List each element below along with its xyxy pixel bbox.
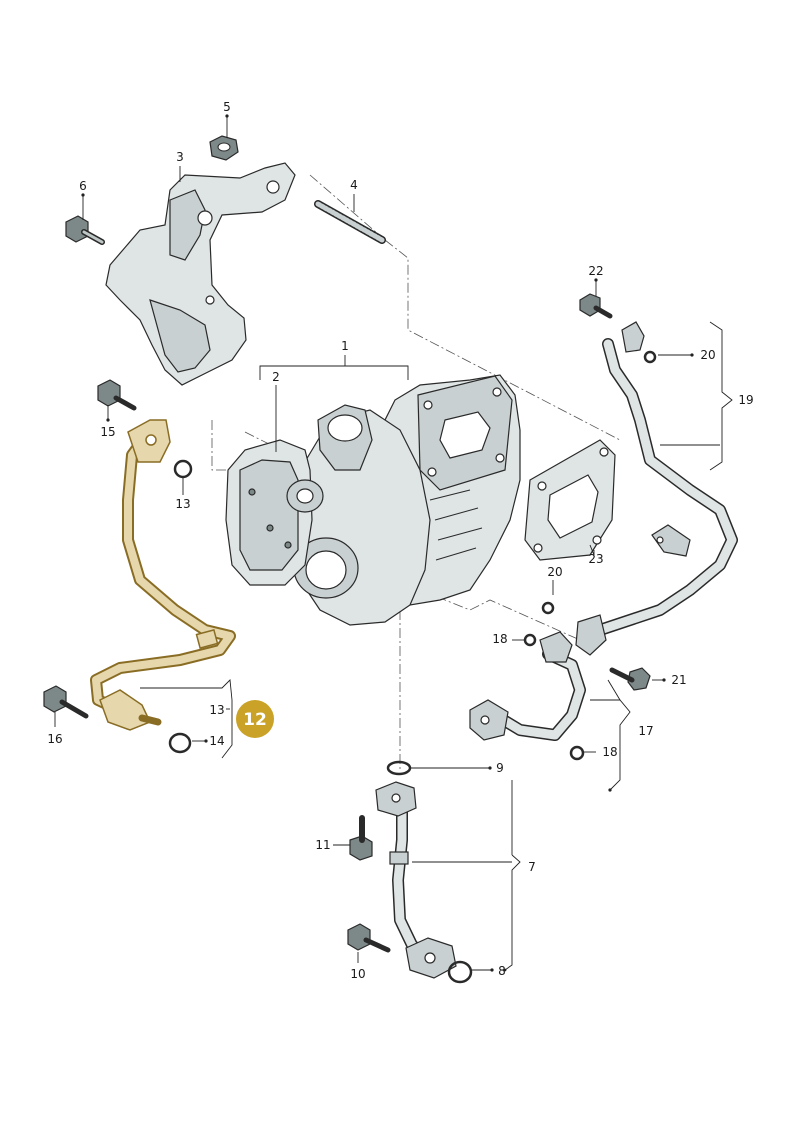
callout-20-upper[interactable]: 20 (700, 348, 715, 362)
callout-10[interactable]: 10 (350, 967, 365, 981)
turbocharger (225, 374, 521, 626)
callout-12[interactable]: 12 (243, 710, 267, 730)
callout-16[interactable]: 16 (47, 732, 62, 746)
oil-return-pipe (375, 781, 457, 979)
coolant-pipe-19 (594, 321, 738, 636)
callout-3[interactable]: 3 (176, 150, 184, 164)
callout-18-upper[interactable]: 18 (492, 632, 507, 646)
callout-14[interactable]: 14 (209, 734, 224, 748)
highlighted-callout-12[interactable]: 12 (236, 700, 274, 738)
bolt-icon (609, 667, 651, 691)
callout-4[interactable]: 4 (350, 178, 358, 192)
callout-15[interactable]: 15 (100, 425, 115, 439)
nut-icon (209, 135, 239, 161)
o-ring-icon (386, 760, 412, 776)
callout-badge (236, 700, 274, 738)
coolant-pipe-17 (469, 614, 607, 741)
washer-icon (541, 601, 555, 615)
washer-icon (173, 459, 193, 479)
bolt-icon (347, 923, 391, 953)
callout-11[interactable]: 11 (315, 838, 330, 852)
washer-icon (523, 633, 537, 647)
callout-2[interactable]: 2 (272, 370, 280, 384)
callout-20-lower[interactable]: 20 (547, 565, 562, 579)
washer-icon (569, 745, 585, 761)
heat-shield-bracket (105, 162, 296, 386)
callout-23[interactable]: 23 (588, 552, 603, 566)
callout-13-lower[interactable]: 13 (209, 703, 224, 717)
callout-5[interactable]: 5 (223, 100, 231, 114)
callout-7[interactable]: 7 (528, 860, 536, 874)
bolt-icon (97, 379, 137, 411)
callout-19[interactable]: 19 (738, 393, 753, 407)
oil-supply-pipe-highlighted (90, 419, 236, 731)
stud-icon (314, 200, 386, 244)
bolt-icon (349, 815, 373, 861)
leader-lines (54, 114, 733, 972)
bolt-icon (43, 685, 89, 719)
callout-8[interactable]: 8 (498, 964, 506, 978)
callout-13-upper[interactable]: 13 (175, 497, 190, 511)
o-ring-icon (447, 960, 473, 984)
callout-21[interactable]: 21 (671, 673, 686, 687)
bolt-icon (65, 215, 105, 245)
gasket (524, 439, 616, 561)
callout-1[interactable]: 1 (341, 339, 349, 353)
bolt-icon (579, 293, 613, 319)
callout-9[interactable]: 9 (496, 761, 504, 775)
callout-6[interactable]: 6 (79, 179, 87, 193)
o-ring-icon (168, 732, 192, 754)
washer-icon (643, 350, 657, 364)
callout-labels: 1 2 3 4 5 6 7 8 9 10 11 12 13 13 14 15 1… (47, 100, 753, 981)
callout-17[interactable]: 17 (638, 724, 653, 738)
callout-18-lower[interactable]: 18 (602, 745, 617, 759)
callout-22[interactable]: 22 (588, 264, 603, 278)
